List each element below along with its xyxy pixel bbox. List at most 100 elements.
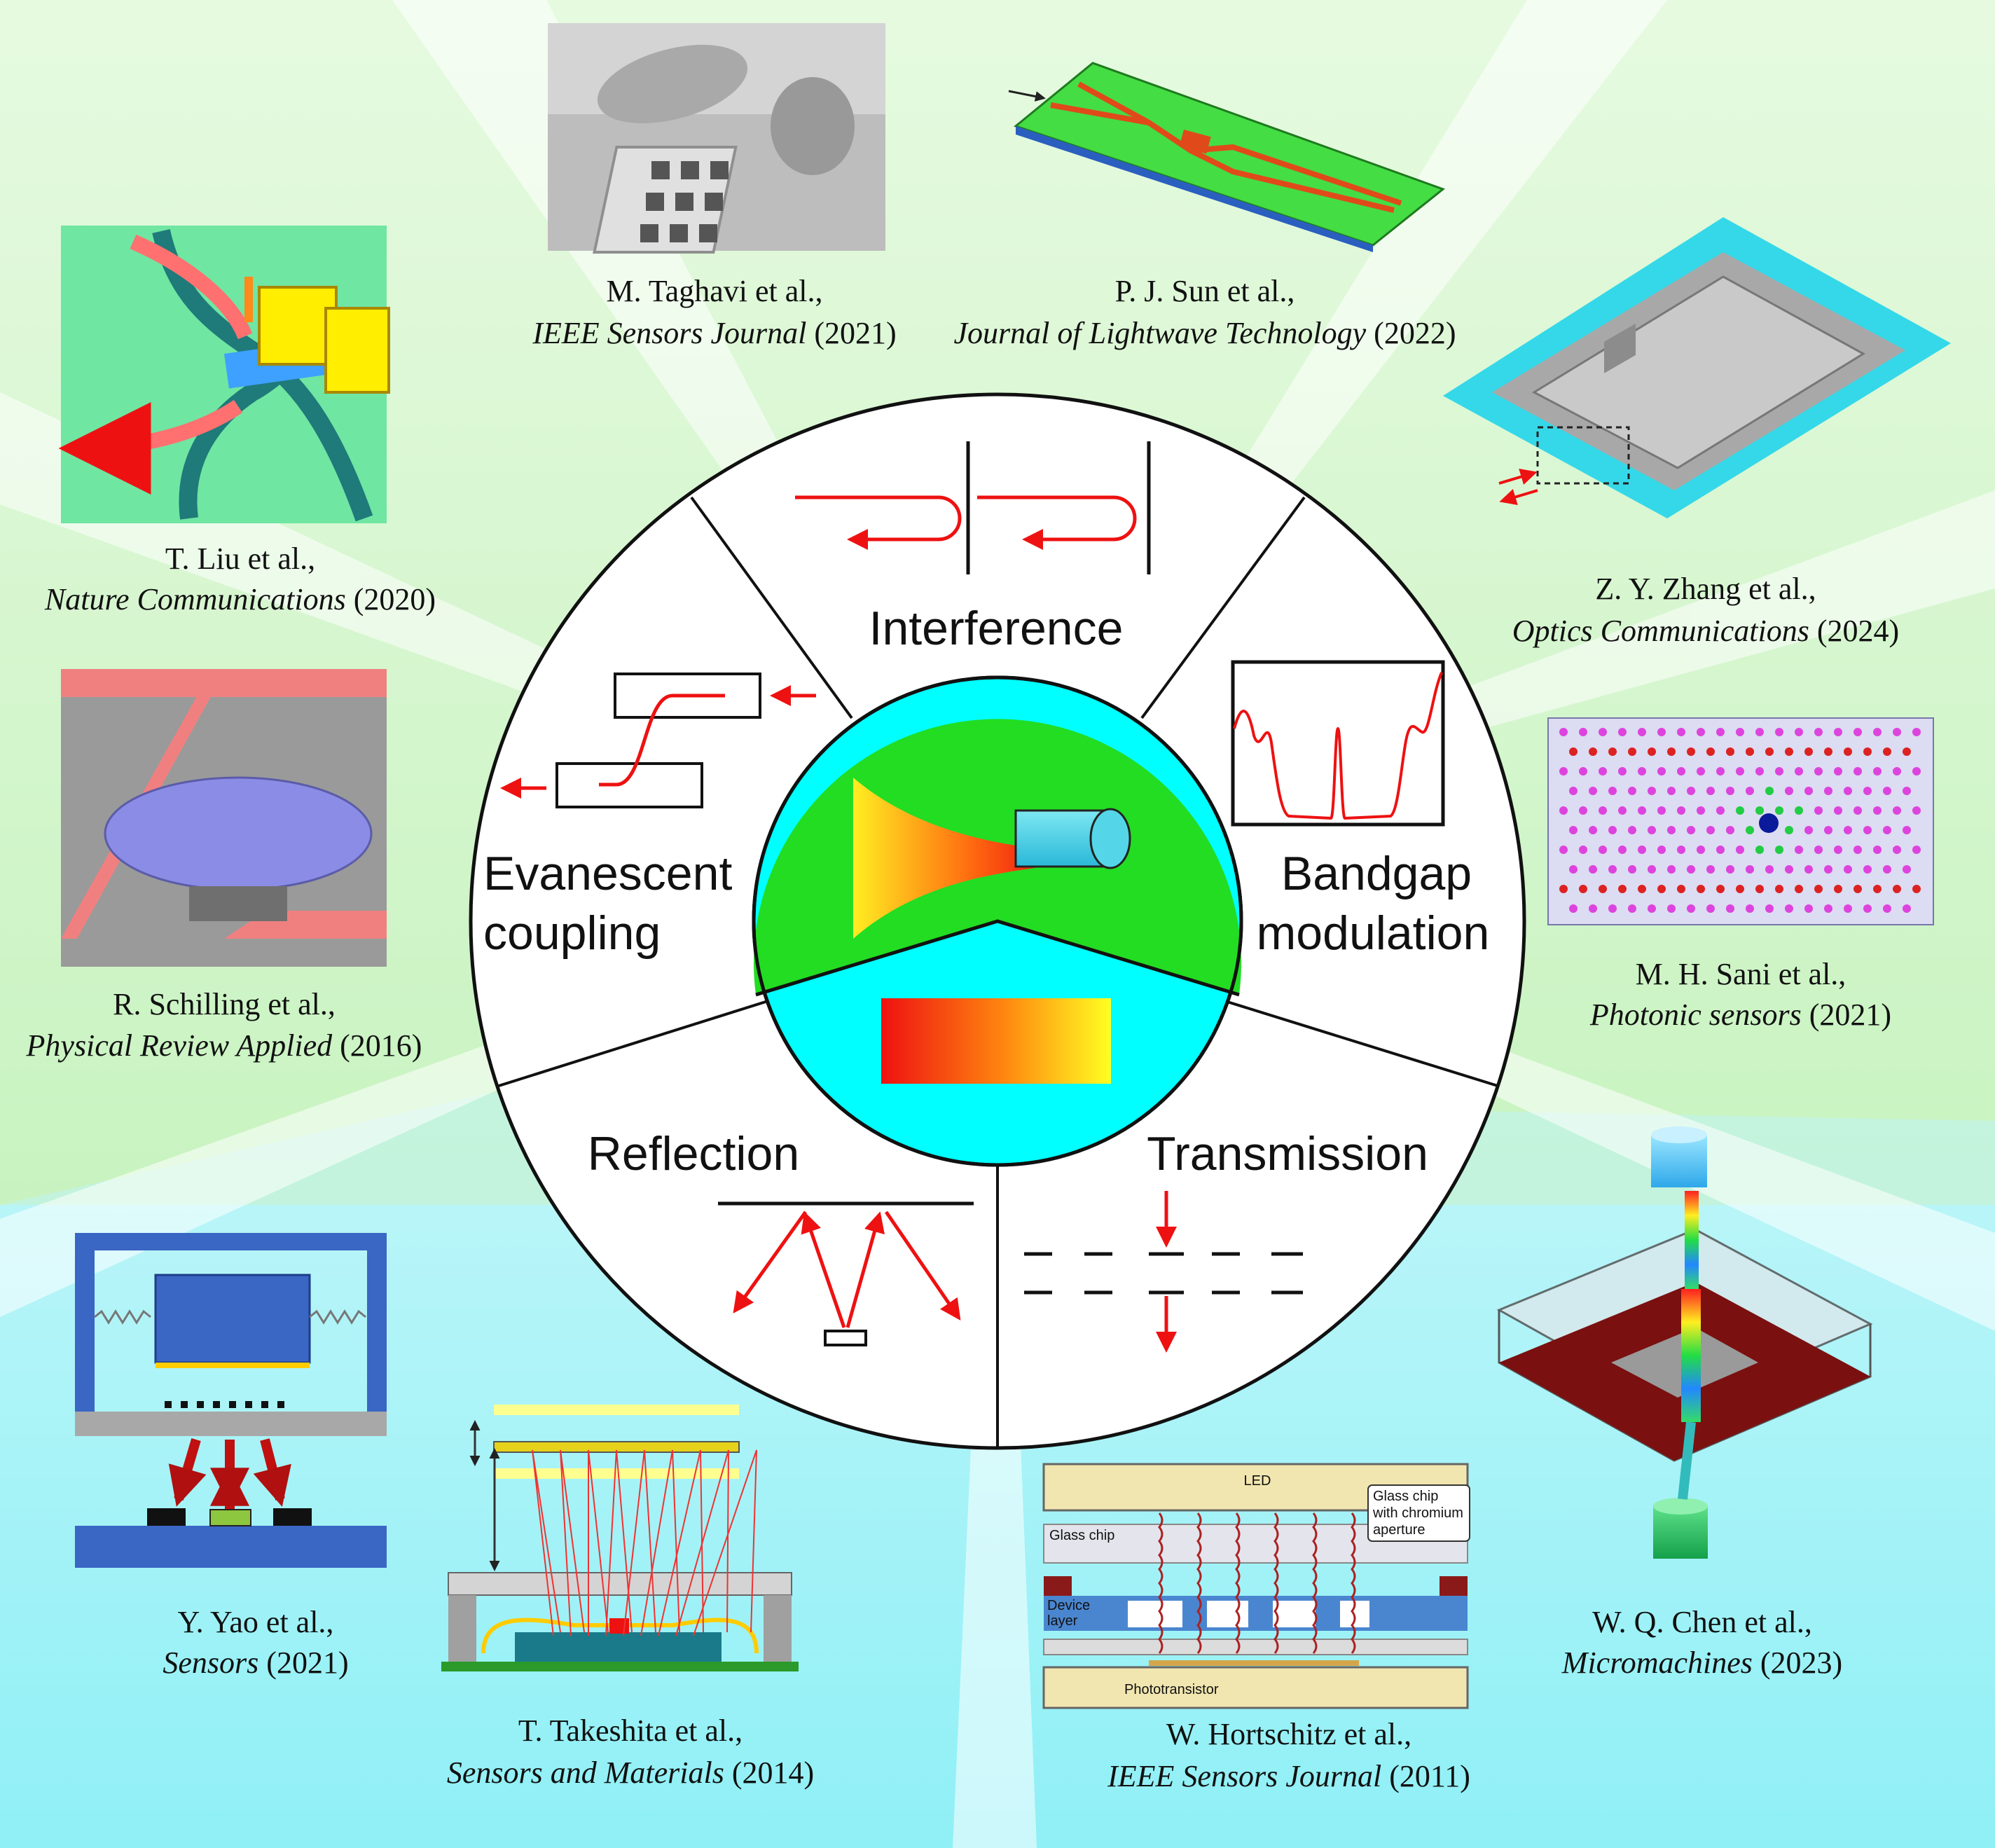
lattice-dot <box>1755 846 1764 854</box>
lattice-dot <box>1804 787 1813 795</box>
label-device-line2: layer <box>1047 1613 1078 1629</box>
lattice-dot <box>1785 826 1793 834</box>
lattice-dot <box>1903 865 1911 874</box>
lattice-dot <box>1648 865 1656 874</box>
lattice-dot <box>1687 747 1695 756</box>
label-transmission: Transmission <box>1147 1127 1428 1180</box>
thumb-hortschitz: LED Glass chip Glass chip with chromium … <box>1042 1463 1470 1709</box>
label-glass-chip: Glass chip <box>1049 1528 1114 1543</box>
lattice-dot <box>1706 904 1715 913</box>
lattice-dot <box>1844 865 1852 874</box>
lattice-dot <box>1765 865 1774 874</box>
lattice-dot <box>1608 747 1617 756</box>
fiber-end-face <box>1089 808 1131 869</box>
lattice-dot <box>1873 806 1882 815</box>
lattice-dot <box>1716 885 1725 893</box>
lattice-dot <box>1824 865 1832 874</box>
lattice-dot <box>1893 728 1901 736</box>
lattice-dot <box>1775 846 1783 854</box>
lattice-dot <box>1677 846 1685 854</box>
lattice-dot <box>1697 767 1705 775</box>
lattice-dot <box>1697 846 1705 854</box>
lattice-dot <box>1814 846 1823 854</box>
lattice-dot <box>1746 904 1754 913</box>
hortschitz-wave <box>1312 1512 1318 1654</box>
lattice-dot <box>1736 885 1744 893</box>
lattice-dot <box>1775 806 1783 815</box>
caption-sun-journal: Journal of Lightwave Technology (2022) <box>954 316 1456 350</box>
lattice-dot <box>1834 846 1842 854</box>
thumb-schilling-disk <box>104 776 373 891</box>
lattice-dot <box>1716 728 1725 736</box>
lattice-dot <box>1706 826 1715 834</box>
center-circle <box>752 675 1243 1167</box>
label-bandgap-line1: Bandgap <box>1281 847 1472 900</box>
lattice-dot <box>1824 747 1832 756</box>
lattice-dot <box>1599 885 1607 893</box>
lattice-dot <box>1559 885 1568 893</box>
lattice-dot <box>1883 747 1891 756</box>
label-led: LED <box>1244 1473 1271 1489</box>
divider-upper-left <box>690 496 853 719</box>
lattice-dot <box>1579 806 1587 815</box>
lattice-dot <box>1726 787 1734 795</box>
lattice-dot <box>1618 885 1627 893</box>
lattice-dot <box>1599 846 1607 854</box>
hortschitz-wave <box>1196 1512 1202 1654</box>
gradient-bar <box>881 998 1111 1084</box>
thumb-yao <box>75 1233 387 1568</box>
lattice-dot <box>1569 865 1578 874</box>
caption-liu-authors: T. Liu et al., <box>165 542 315 576</box>
lattice-dot <box>1736 728 1744 736</box>
thumb-takeshita <box>441 1405 799 1671</box>
caption-chen-authors: W. Q. Chen et al., <box>1592 1605 1812 1639</box>
lattice-dot <box>1755 728 1764 736</box>
beam-cone <box>853 778 1051 939</box>
caption-takeshita-journal: Sensors and Materials (2014) <box>447 1756 814 1790</box>
label-bandgap-line2: modulation <box>1257 906 1490 960</box>
label-phototransistor: Phototransistor <box>1124 1682 1219 1697</box>
lattice-dot <box>1579 885 1587 893</box>
lattice-dot <box>1638 885 1646 893</box>
lattice-dot <box>1834 806 1842 815</box>
lattice-dot <box>1863 787 1872 795</box>
lattice-dot <box>1873 846 1882 854</box>
lattice-dot <box>1746 865 1754 874</box>
reflection-detector <box>824 1330 867 1346</box>
lattice-dot <box>1657 728 1666 736</box>
takeshita-ray <box>640 1449 680 1636</box>
caption-chen-journal: Micromachines (2023) <box>1561 1646 1842 1680</box>
interference-arrow-right <box>977 495 1137 550</box>
lattice-dot <box>1795 767 1803 775</box>
lattice-dot <box>1795 846 1803 854</box>
waveguide-lower <box>555 762 703 808</box>
hortschitz-wave <box>1351 1512 1356 1654</box>
reflection-ray-2 <box>801 1211 846 1328</box>
lattice-dot <box>1912 806 1921 815</box>
lattice-dot <box>1648 826 1656 834</box>
lattice-dot <box>1785 747 1793 756</box>
lattice-dot <box>1785 865 1793 874</box>
lattice-dot <box>1667 865 1676 874</box>
lattice-dot <box>1569 904 1578 913</box>
lattice-dot <box>1716 806 1725 815</box>
chen-light-beam <box>1681 1289 1701 1422</box>
lattice-dot <box>1903 747 1911 756</box>
divider-lower-right <box>1227 1000 1498 1087</box>
label-evanescent-line2: coupling <box>483 906 661 960</box>
sector-interference: Interference <box>795 441 1151 655</box>
lattice-dot <box>1638 728 1646 736</box>
lattice-dot <box>1599 728 1607 736</box>
takeshita-ray <box>605 1449 633 1636</box>
lattice-dot <box>1726 865 1734 874</box>
lattice-dot <box>1569 747 1578 756</box>
lattice-dot <box>1844 787 1852 795</box>
lattice-dot <box>1648 787 1656 795</box>
thumb-schilling <box>61 669 387 967</box>
lattice-dot <box>1677 728 1685 736</box>
lattice-dot <box>1814 767 1823 775</box>
lattice-dot <box>1599 767 1607 775</box>
lattice-dot <box>1854 806 1862 815</box>
lattice-dot <box>1648 747 1656 756</box>
